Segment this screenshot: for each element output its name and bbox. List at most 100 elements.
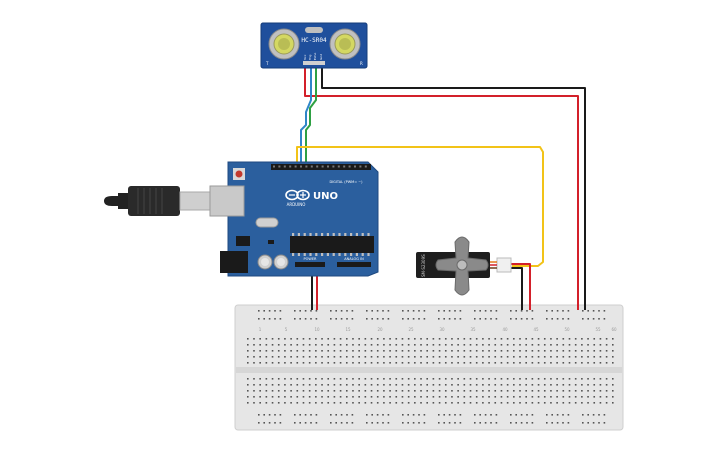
hole (550, 356, 552, 358)
hole (506, 338, 509, 340)
hole (315, 356, 317, 358)
hole (376, 344, 379, 346)
hole (593, 350, 596, 352)
wire-sensor-echo[interactable] (305, 62, 317, 165)
hole (277, 396, 280, 398)
hole (438, 344, 441, 346)
bb-col-55: 55 (595, 327, 601, 332)
hole (482, 350, 484, 352)
hole (438, 390, 441, 392)
wire-sensor-trig[interactable] (300, 62, 312, 165)
hole (259, 344, 261, 346)
hole (294, 318, 296, 320)
hole (506, 402, 509, 404)
hole (376, 318, 379, 320)
hole (407, 356, 410, 358)
hole (587, 378, 589, 380)
hole (457, 350, 459, 352)
hole (432, 350, 435, 352)
hole (457, 396, 459, 398)
hole (593, 378, 596, 380)
hole (457, 362, 459, 364)
hole (352, 384, 354, 386)
hole (500, 384, 503, 386)
hole (556, 422, 559, 424)
hole (395, 384, 398, 386)
hole (562, 362, 565, 364)
hole (469, 338, 472, 340)
hole (290, 384, 292, 386)
wire-sensor-vcc[interactable] (304, 62, 579, 310)
hole (463, 338, 466, 340)
hole (550, 362, 552, 364)
hole (457, 378, 459, 380)
hole (401, 338, 404, 340)
hole (482, 378, 484, 380)
hole (340, 310, 343, 312)
hole (358, 378, 360, 380)
hole (457, 344, 459, 346)
hole (339, 350, 342, 352)
hole (376, 362, 379, 364)
hole (494, 384, 497, 386)
hole (426, 402, 429, 404)
servo-motor[interactable]: SM-S2309S (416, 236, 512, 296)
hole (444, 402, 447, 404)
ultrasonic-sensor[interactable]: HC-SR04 T R Vcc Trig Echo Gnd (260, 22, 368, 69)
arduino-uno[interactable]: DIGITAL (PWM= ~) UNO ARDUINO POWER ANALO… (209, 161, 379, 277)
hole (543, 362, 546, 364)
hole (304, 422, 307, 424)
hole (321, 350, 323, 352)
hole (420, 362, 422, 364)
hole (605, 350, 608, 352)
wire-servo-signal[interactable] (296, 146, 544, 267)
hole (551, 414, 553, 416)
hole (550, 402, 552, 404)
bb-col-5: 5 (285, 327, 288, 332)
hole (333, 362, 336, 364)
hole (444, 378, 447, 380)
hole (345, 362, 348, 364)
hole (469, 350, 472, 352)
hole (327, 165, 329, 168)
hole (444, 338, 447, 340)
hole (479, 422, 481, 424)
hole (345, 350, 348, 352)
hole (279, 414, 282, 416)
hole (299, 310, 301, 312)
wires (296, 62, 586, 310)
hole (402, 318, 404, 320)
hole (292, 233, 295, 236)
hole (603, 414, 606, 416)
hole (258, 414, 260, 416)
wire-sensor-gnd[interactable] (321, 62, 586, 310)
hole (284, 356, 286, 358)
hole (423, 318, 426, 320)
hole (387, 310, 390, 312)
bb-col-60: 60 (611, 327, 617, 332)
hole (414, 344, 416, 346)
hole (475, 362, 478, 364)
hole (432, 378, 435, 380)
hole (556, 350, 558, 352)
hole (279, 318, 282, 320)
hole (265, 362, 268, 364)
hole (500, 362, 503, 364)
hole (426, 396, 429, 398)
wire-servo-power[interactable] (508, 263, 531, 310)
hole (515, 414, 517, 416)
hole (271, 402, 274, 404)
hole (302, 402, 305, 404)
arduino-digital-label: DIGITAL (PWM= ~) (329, 180, 363, 184)
hole (259, 390, 261, 392)
hole (387, 414, 390, 416)
hole (370, 338, 373, 340)
hole (593, 338, 596, 340)
hole (407, 338, 410, 340)
hole (333, 356, 336, 358)
hole (345, 356, 348, 358)
hole (612, 396, 614, 398)
hole (290, 402, 292, 404)
wire-servo-ground[interactable] (508, 267, 523, 310)
hole (247, 356, 249, 358)
